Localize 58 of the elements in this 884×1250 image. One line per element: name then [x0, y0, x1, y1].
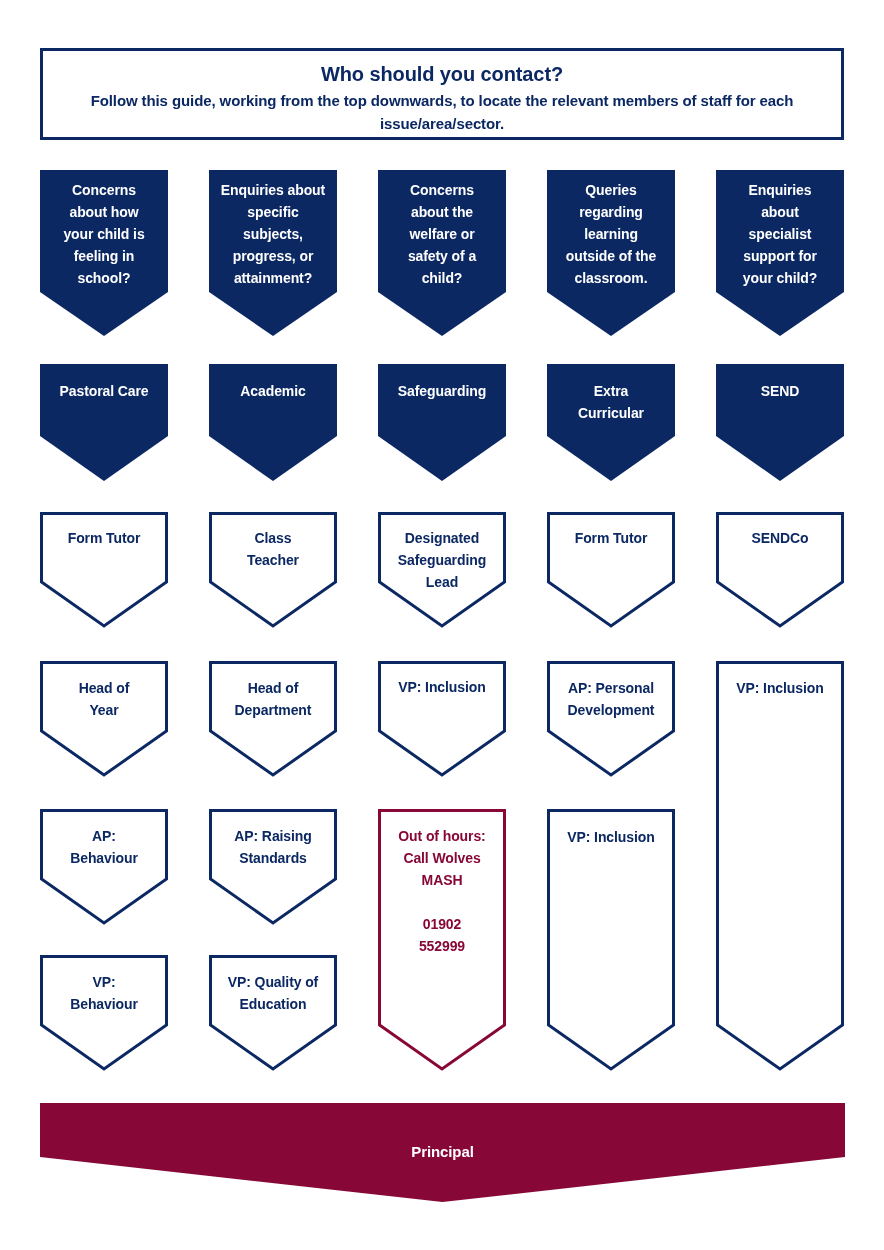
- contact-pentagon: [716, 512, 844, 628]
- contact-pentagon: [40, 512, 168, 628]
- category-pentagon: [209, 364, 337, 481]
- role-label: Class Teacher: [246, 529, 300, 570]
- contact-pentagon: [378, 661, 506, 777]
- role-label: Form Tutor: [573, 529, 649, 548]
- category-pentagon: [716, 364, 844, 481]
- instruction-text: Follow this guide, working from the top downwards, to locate the relevant members of staff for each issue/area/sector.: [89, 91, 795, 134]
- role-label: VP: Inclusion: [397, 678, 487, 697]
- title-heading: Who should you contact?: [320, 62, 564, 87]
- contact-pentagon: [547, 809, 675, 1071]
- category-label: Extra Curricular: [577, 382, 645, 423]
- question-text: Concerns about the welfare or safety of a child?: [406, 181, 478, 288]
- principal-label: Principal: [411, 1142, 474, 1162]
- role-label: VP: Quality of Education: [226, 973, 320, 1014]
- category-pentagon: [378, 364, 506, 481]
- question-pentagon: [40, 170, 168, 336]
- contact-pentagon: [40, 661, 168, 777]
- role-label: VP: Behaviour: [69, 973, 139, 1014]
- role-label: AP: Personal Development: [566, 679, 656, 720]
- category-pentagon: [547, 364, 675, 481]
- question-pentagon: [209, 170, 337, 336]
- contact-pentagon: [378, 512, 506, 628]
- contact-pentagon: [547, 661, 675, 777]
- question-pentagon: [716, 170, 844, 336]
- role-label: Head of Department: [233, 679, 313, 720]
- principal-banner: [40, 1103, 845, 1202]
- category-label: SEND: [759, 382, 801, 401]
- contact-pentagon: [716, 661, 844, 1071]
- category-pentagon: [40, 364, 168, 481]
- role-label: Designated Safeguarding Lead: [396, 529, 488, 592]
- role-label: Form Tutor: [66, 529, 142, 548]
- contact-pentagon: [209, 809, 337, 925]
- contact-pentagon: [547, 512, 675, 628]
- role-label: AP: Raising Standards: [233, 827, 313, 868]
- phone-number: 01902 552999: [417, 915, 467, 956]
- role-label: AP: Behaviour: [69, 827, 139, 868]
- contact-pentagon: [209, 955, 337, 1071]
- role-label: VP: Inclusion: [735, 679, 825, 698]
- role-label: VP: Inclusion: [566, 828, 656, 847]
- question-text: Queries regarding learning outside of the classroom.: [564, 181, 658, 288]
- role-label: SENDCo: [750, 529, 810, 548]
- contact-pentagon: [209, 512, 337, 628]
- question-text: Concerns about how your child is feeling in school?: [62, 181, 146, 288]
- question-text: Enquiries about specialist support for your child?: [741, 181, 819, 288]
- category-label: Academic: [239, 382, 307, 401]
- contact-pentagon: [40, 809, 168, 925]
- category-label: Pastoral Care: [58, 382, 150, 401]
- emergency-contact-text: Out of hours: Call Wolves MASH: [397, 827, 487, 890]
- emergency-contact-pentagon: [378, 809, 506, 1071]
- role-label: Head of Year: [77, 679, 131, 720]
- question-text: Enquiries about specific subjects, progress, or attainment?: [219, 181, 327, 288]
- title-panel: [40, 48, 844, 140]
- category-label: Safeguarding: [396, 382, 488, 401]
- contact-pentagon: [40, 955, 168, 1071]
- contact-pentagon: [209, 661, 337, 777]
- question-pentagon: [547, 170, 675, 336]
- question-pentagon: [378, 170, 506, 336]
